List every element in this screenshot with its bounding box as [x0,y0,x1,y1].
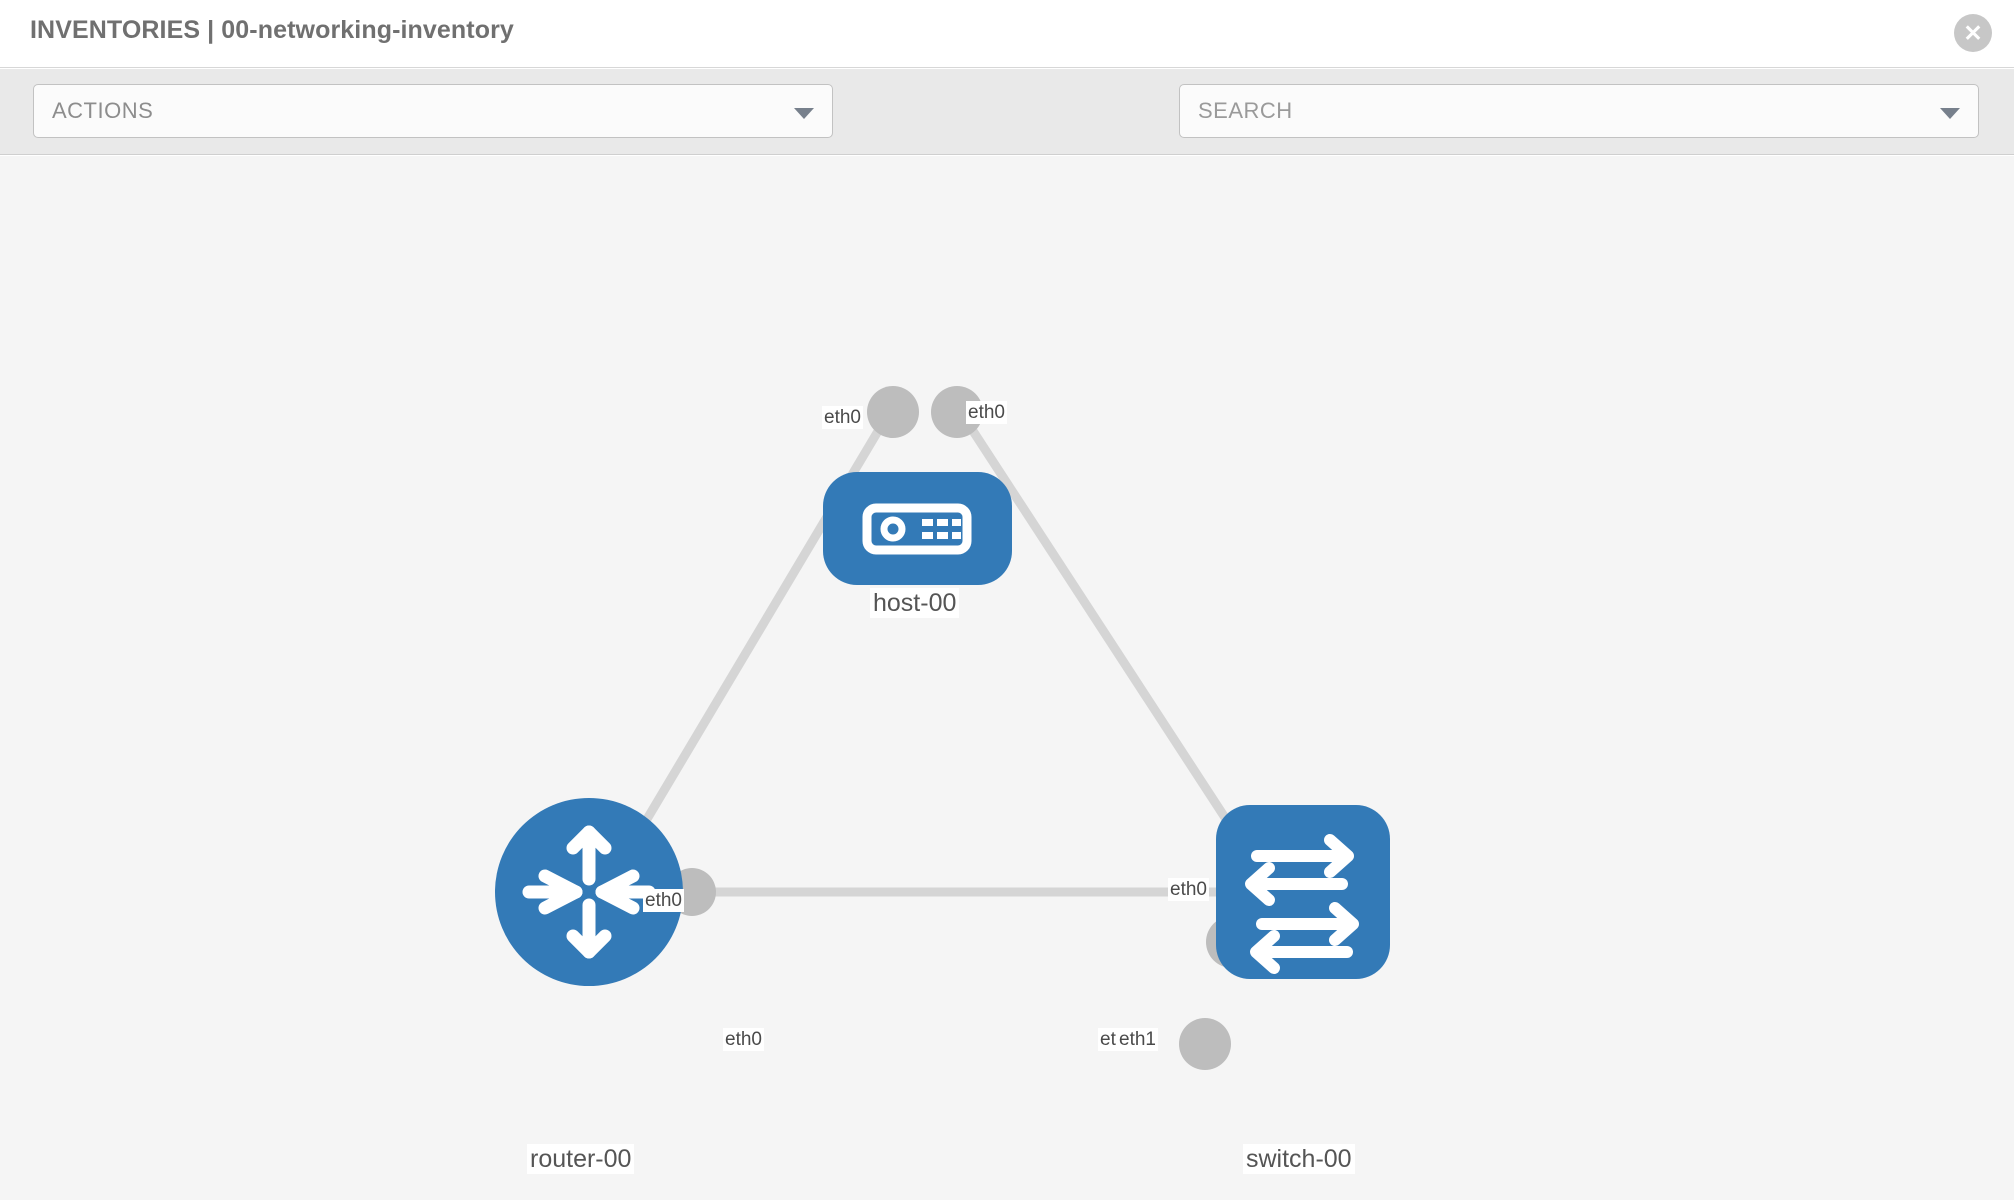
switch-arrows-icon [1245,834,1359,974]
server-icon [862,503,972,555]
iface-label-switch-eth0-up: eth0 [1168,878,1209,901]
chevron-down-icon [794,108,814,119]
node-host-00 [823,472,1012,585]
page-title: INVENTORIES | 00-networking-inventory [30,16,514,44]
connector-host-right [931,386,983,438]
topology-graph [495,386,1390,1070]
close-button[interactable]: ✕ [1954,14,1992,52]
iface-label-router-eth0-up: eth0 [643,889,684,912]
actions-dropdown[interactable]: ACTIONS [33,84,833,138]
iface-label-host-eth0-right: eth0 [966,401,1007,424]
close-icon: ✕ [1963,20,1983,46]
topology-canvas[interactable]: eth0 eth0 eth0 eth0 eth0 eth0 eth1 host-… [0,156,2014,1200]
toolbar: ACTIONS SEARCH [0,69,2014,202]
chevron-down-icon[interactable] [1940,108,1960,119]
router-arrows-icon [522,825,656,959]
iface-label-switch-eth1: eth1 [1117,1028,1158,1051]
iface-label-router-eth0-east: eth0 [723,1028,764,1051]
link-host-switch [956,408,1254,859]
iface-label-host-eth0-left: eth0 [822,406,863,429]
search-input[interactable]: SEARCH [1179,84,1979,138]
search-placeholder: SEARCH [1198,98,1293,123]
connector-host-left [867,386,919,438]
node-switch-00 [1216,805,1390,979]
connector-switch-west [1179,1018,1231,1070]
node-router-00 [495,798,683,986]
node-label-host-00: host-00 [870,588,960,618]
node-label-switch-00: switch-00 [1243,1144,1355,1174]
node-label-router-00: router-00 [527,1144,635,1174]
page-header: INVENTORIES | 00-networking-inventory ✕ [0,0,2014,68]
actions-dropdown-label: ACTIONS [52,98,154,123]
